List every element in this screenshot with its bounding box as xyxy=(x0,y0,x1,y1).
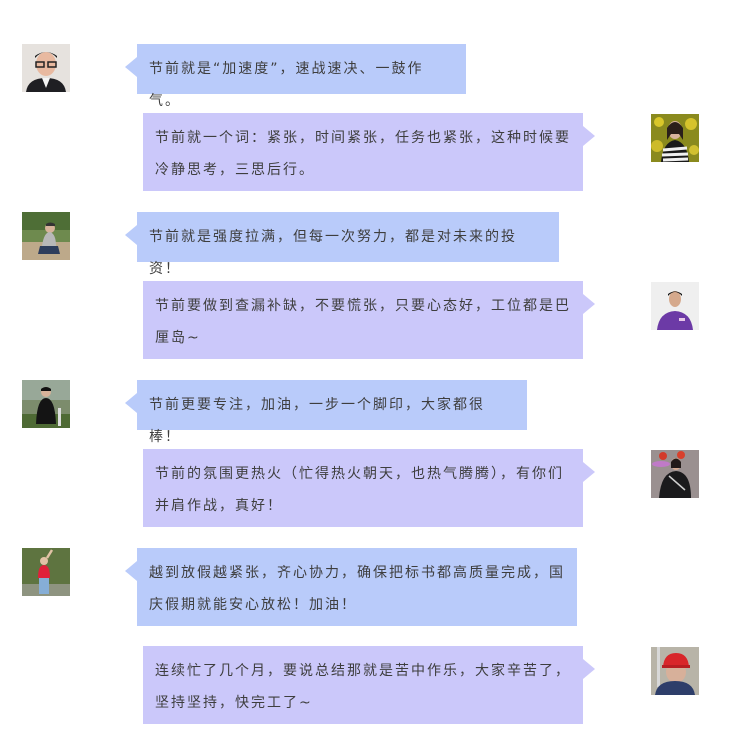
user-photo-icon xyxy=(22,44,70,92)
avatar xyxy=(22,548,70,596)
user-photo-icon xyxy=(22,212,70,260)
user-photo-icon xyxy=(651,282,699,330)
bubble-tail xyxy=(583,294,595,314)
bubble-tail xyxy=(125,225,137,245)
avatar xyxy=(22,380,70,428)
avatar xyxy=(22,44,70,92)
message-bubble: 节前就是强度拉满，但每一次努力，都是对未来的投资！ xyxy=(125,212,559,277)
bubble-tail xyxy=(583,462,595,482)
message-text: 节前更要专注，加油，一步一个脚印，大家都很棒！ xyxy=(149,397,485,445)
bubble-tail xyxy=(583,659,595,679)
avatar xyxy=(651,114,699,162)
user-photo-icon xyxy=(22,380,70,428)
message-bubble: 连续忙了几个月，要说总结那就是苦中作乐，大家辛苦了，坚持坚持，快完工了~ xyxy=(143,646,595,724)
message-bubble: 节前更要专注，加油，一步一个脚印，大家都很棒！ xyxy=(125,380,527,445)
message-text: 节前就是“加速度”，速战速决、一鼓作气。 xyxy=(149,61,424,109)
bubble-tail xyxy=(125,57,137,77)
message-bubble: 越到放假越紧张，齐心协力，确保把标书都高质量完成，国庆假期就能安心放松！加油！ xyxy=(125,548,577,626)
avatar xyxy=(651,647,699,695)
bubble-tail xyxy=(125,561,137,581)
user-photo-icon xyxy=(651,114,699,162)
avatar xyxy=(651,282,699,330)
message-bubble: 节前要做到查漏补缺，不要慌张，只要心态好，工位都是巴厘岛~ xyxy=(143,281,595,359)
message-text: 连续忙了几个月，要说总结那就是苦中作乐，大家辛苦了，坚持坚持，快完工了~ xyxy=(155,663,571,711)
message-text: 节前就是强度拉满，但每一次努力，都是对未来的投资！ xyxy=(149,229,517,277)
bubble-tail xyxy=(125,393,137,413)
message-bubble: 节前就一个词：紧张，时间紧张，任务也紧张，这种时候要冷静思考，三思后行。 xyxy=(143,113,595,191)
message-text: 节前要做到查漏补缺，不要慌张，只要心态好，工位都是巴厘岛~ xyxy=(155,298,571,346)
user-photo-icon xyxy=(651,450,699,498)
message-text: 节前的氛围更热火（忙得热火朝天，也热气腾腾），有你们并肩作战，真好！ xyxy=(155,466,564,514)
user-photo-icon xyxy=(22,548,70,596)
bubble-tail xyxy=(583,126,595,146)
user-photo-icon xyxy=(651,647,699,695)
message-bubble: 节前的氛围更热火（忙得热火朝天，也热气腾腾），有你们并肩作战，真好！ xyxy=(143,449,595,527)
message-bubble: 节前就是“加速度”，速战速决、一鼓作气。 xyxy=(125,44,466,109)
message-text: 节前就一个词：紧张，时间紧张，任务也紧张，这种时候要冷静思考，三思后行。 xyxy=(155,130,571,178)
avatar xyxy=(22,212,70,260)
message-text: 越到放假越紧张，齐心协力，确保把标书都高质量完成，国庆假期就能安心放松！加油！ xyxy=(149,565,565,613)
avatar xyxy=(651,450,699,498)
